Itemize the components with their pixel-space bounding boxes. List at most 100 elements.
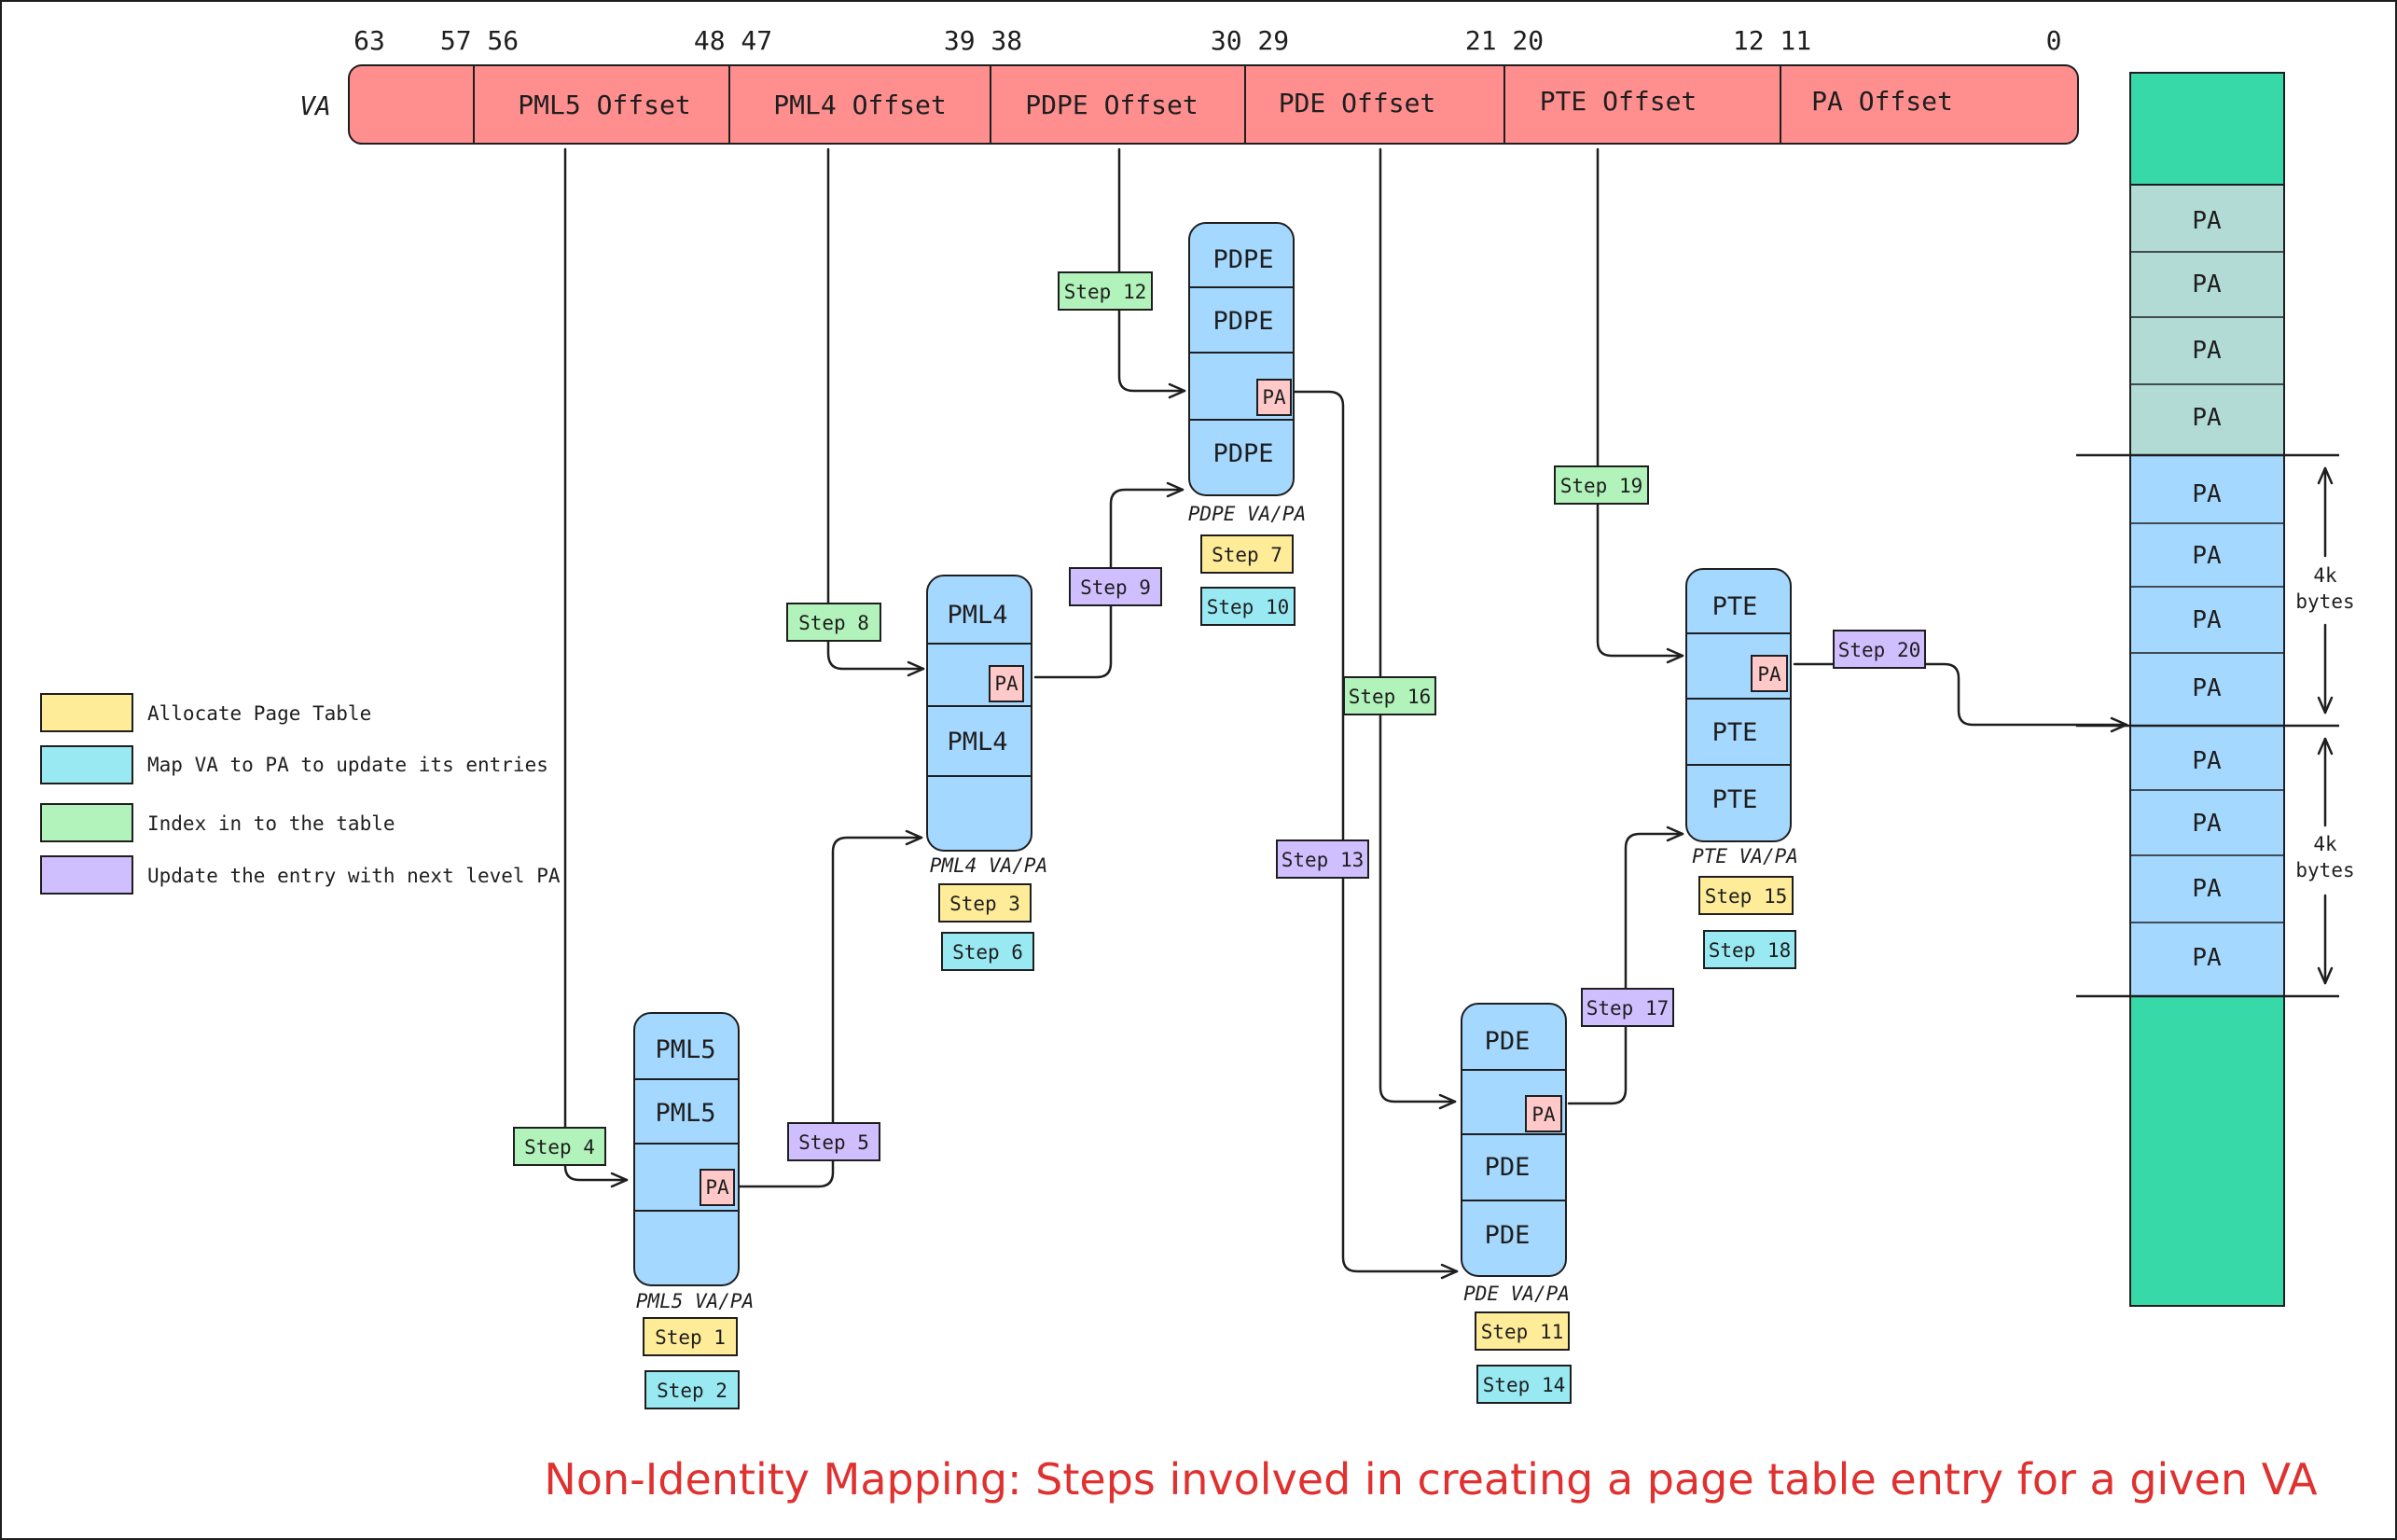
memory-pa-label: PA — [2192, 606, 2222, 634]
step-18-badge — [1703, 930, 1796, 969]
legend-label: Index in to the table — [147, 812, 395, 835]
step-3-badge — [938, 883, 1032, 923]
memory-pa-label: PA — [2192, 207, 2222, 235]
step-18-label: Step 18 — [1709, 939, 1792, 962]
step-14-label: Step 14 — [1483, 1374, 1566, 1396]
pte-entry: PTE — [1712, 718, 1758, 747]
pml4-caption: PML4 VA/PA — [930, 854, 1047, 877]
pml5-entry: PML5 — [655, 1035, 715, 1064]
pml5-table-body — [633, 1012, 740, 1286]
step-8-label: Step 8 — [798, 612, 869, 634]
pde-caption: PDE VA/PA — [1463, 1283, 1570, 1305]
arrow-pde-to-pte — [1567, 825, 1684, 1105]
arrow-index-pdpe — [1117, 147, 1186, 399]
pdpe-pa-chip — [1256, 379, 1292, 416]
memory-pa-label: PA — [2192, 542, 2222, 570]
bit-label: 21 20 — [1465, 25, 1544, 56]
va-field-pde: PDE Offset — [1279, 88, 1436, 118]
arrow-pte-to-memory — [1793, 662, 2128, 733]
pdpe-table: PDPE PDPE PDPE PA PDPE VA/PA — [1188, 222, 1306, 525]
step-20-label: Step 20 — [1838, 639, 1921, 661]
pdpe-table-body — [1188, 222, 1295, 496]
pte-pa-label: PA — [1757, 663, 1781, 686]
bit-label: 30 29 — [1211, 25, 1289, 56]
step-12-badge — [1058, 271, 1153, 311]
bit-label: 63 — [353, 25, 385, 56]
step-16-badge — [1343, 676, 1436, 715]
pml4-pa-label: PA — [994, 673, 1018, 695]
step-6-badge — [941, 932, 1034, 971]
block-size-note: 4k — [2313, 833, 2337, 855]
diagram-title: Non-Identity Mapping: Steps involved in … — [544, 1454, 2318, 1505]
physical-memory: PA PA PA PA PA PA PA PA PA PA PA PA 4k b… — [2076, 72, 2355, 1307]
step-10-badge — [1200, 587, 1295, 626]
memory-pa-label: PA — [2192, 404, 2222, 432]
arrow-index-pml5 — [563, 147, 629, 1188]
step-16-label: Step 16 — [1349, 686, 1432, 708]
pde-table: PDE PDE PDE PA PDE VA/PA — [1461, 1003, 1570, 1305]
pde-entry: PDE — [1485, 1153, 1531, 1182]
step-15-label: Step 15 — [1705, 885, 1788, 908]
memory-pa-label: PA — [2192, 875, 2222, 903]
va-field-pml5: PML5 Offset — [518, 90, 690, 120]
pml5-caption: PML5 VA/PA — [636, 1290, 754, 1312]
block-size-note: 4k — [2313, 564, 2337, 587]
step-13-label: Step 13 — [1282, 849, 1365, 871]
memory-pa-label: PA — [2192, 747, 2222, 775]
step-17-badge — [1581, 988, 1674, 1027]
pdpe-entry: PDPE — [1212, 245, 1273, 274]
pdpe-caption: PDPE VA/PA — [1188, 503, 1306, 525]
bit-label: 12 11 — [1733, 25, 1811, 56]
legend-label: Map VA to PA to update its entries — [147, 754, 548, 776]
legend-label: Update the entry with next level PA — [147, 865, 561, 887]
memory-pa-label: PA — [2192, 480, 2222, 508]
step-19-label: Step 19 — [1560, 475, 1643, 497]
va-field-pdpe: PDPE Offset — [1025, 90, 1198, 120]
legend: Allocate Page Table Map VA to PA to upda… — [40, 693, 561, 895]
arrow-pdpe-to-pde — [1291, 390, 1459, 1280]
step-2-badge — [644, 1370, 740, 1409]
arrow-index-pde — [1379, 147, 1457, 1110]
block-size-note: bytes — [2295, 859, 2354, 881]
pml4-table: PML4 PML4 PA PML4 VA/PA — [926, 575, 1047, 877]
step-badges: Step 1 Step 3 Step 7 Step 11 Step 15 Ste… — [513, 271, 1926, 1409]
pte-caption: PTE VA/PA — [1692, 845, 1798, 867]
legend-swatch-map — [40, 745, 133, 784]
bit-label: 57 56 — [440, 25, 519, 56]
pml5-entry: PML5 — [655, 1099, 715, 1128]
pde-entry: PDE — [1485, 1221, 1531, 1250]
pdpe-pa-label: PA — [1262, 386, 1286, 409]
pde-entry: PDE — [1485, 1027, 1531, 1056]
step-5-label: Step 5 — [798, 1131, 869, 1154]
arrow-pml5-to-pml4 — [735, 829, 923, 1188]
pml4-pa-chip — [989, 665, 1024, 702]
arrow-index-pte — [1596, 147, 1684, 664]
step-12-label: Step 12 — [1064, 281, 1147, 303]
legend-swatch-update — [40, 855, 133, 895]
legend-swatch-allocate — [40, 693, 133, 732]
memory-pa-label: PA — [2192, 944, 2222, 972]
step-10-label: Step 10 — [1207, 596, 1290, 618]
bit-label: 0 — [2046, 25, 2062, 56]
memory-pa-label: PA — [2192, 674, 2222, 702]
step-13-badge — [1276, 839, 1369, 879]
step-20-badge — [1833, 630, 1926, 669]
va-field-pa: PA Offset — [1811, 86, 1953, 117]
step-6-label: Step 6 — [952, 941, 1023, 964]
pte-entry: PTE — [1712, 592, 1758, 621]
step-5-badge — [787, 1122, 880, 1161]
pde-pa-chip — [1525, 1095, 1562, 1132]
step-9-badge — [1069, 567, 1162, 606]
va-field-pml4: PML4 Offset — [773, 90, 946, 120]
pte-table-body — [1685, 568, 1792, 842]
step-9-label: Step 9 — [1080, 576, 1151, 599]
pml5-pa-label: PA — [705, 1176, 729, 1199]
step-17-label: Step 17 — [1586, 997, 1670, 1020]
pml5-pa-chip — [700, 1169, 735, 1206]
step-4-badge — [513, 1127, 606, 1166]
block-size-note: bytes — [2295, 590, 2354, 613]
va-label: VA — [299, 90, 331, 121]
memory-pa-label: PA — [2192, 271, 2222, 298]
bit-label: 48 47 — [694, 25, 772, 56]
